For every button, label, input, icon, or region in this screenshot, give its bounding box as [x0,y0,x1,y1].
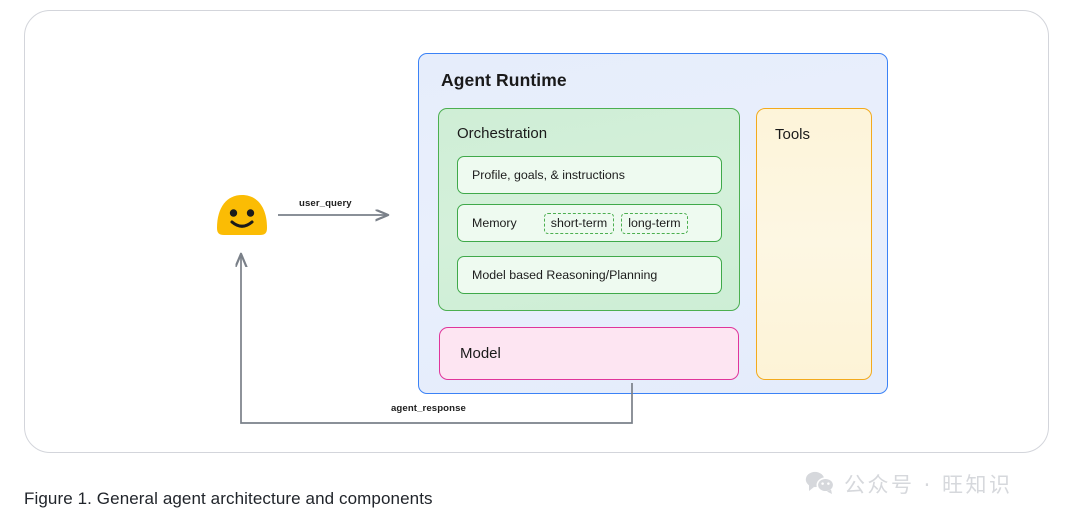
agent-runtime-title: Agent Runtime [441,70,567,90]
watermark: 公众号 · 旺知识 [805,469,1013,499]
orchestration-row-label: Profile, goals, & instructions [472,168,625,182]
flow-label-agent-response: agent_response [391,403,466,414]
memory-badges: short-term long-term [543,212,688,234]
figure-card: Agent Runtime Orchestration Profile, goa… [24,10,1049,497]
orchestration-row-label: Model based Reasoning/Planning [472,268,658,282]
orchestration-row-reasoning: Model based Reasoning/Planning [457,256,722,294]
tools-title: Tools [775,126,811,143]
model-title: Model [460,345,501,362]
model-box: Model [439,327,739,380]
agent-runtime-box: Agent Runtime Orchestration Profile, goa… [418,53,888,394]
flow-label-user-query: user_query [299,198,352,209]
orchestration-box: Orchestration Profile, goals, & instruct… [438,108,740,311]
watermark-text: 公众号 · 旺知识 [844,473,1013,497]
tools-box: Tools [756,108,872,380]
orchestration-row-label: Memory [472,216,517,230]
badge-short-term: short-term [543,212,615,234]
wechat-icon [805,470,835,499]
orchestration-title: Orchestration [457,125,548,142]
user-smiley-face-icon [213,188,273,248]
figure-caption: Figure 1. General agent architecture and… [24,489,433,508]
badge-long-term: long-term [621,212,688,234]
orchestration-row-profile: Profile, goals, & instructions [457,156,722,194]
orchestration-row-memory: Memory short-term long-term [457,204,722,242]
